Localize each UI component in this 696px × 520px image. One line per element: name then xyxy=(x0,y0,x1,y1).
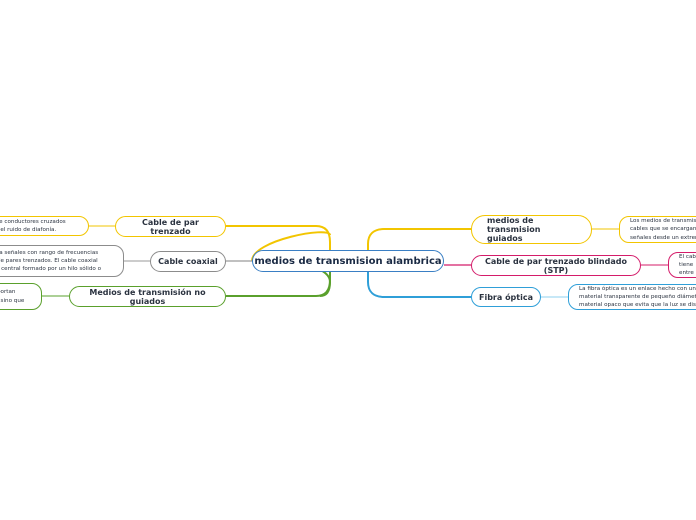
note-cable-coaxial[interactable]: ta señales con rango de frecuencias de p… xyxy=(0,245,124,277)
note-cable-par-trenzado[interactable]: re conductores cruzados l el ruido de di… xyxy=(0,216,89,236)
note-text: Los medios de transmisi cables que se en… xyxy=(630,218,696,241)
topic-label: medios de transmision guiados xyxy=(487,216,541,243)
note-cable-stp[interactable]: El cab tiene entre xyxy=(668,252,696,278)
note-fibra-optica[interactable]: La fibra óptica es un enlace hecho con u… xyxy=(568,284,696,310)
topic-medios-guiados[interactable]: medios de transmision guiados xyxy=(471,215,592,244)
topic-label: Cable coaxial xyxy=(158,257,218,266)
note-medios-no-guiados[interactable]: portan , sino que xyxy=(0,283,42,310)
note-text: portan , sino que xyxy=(0,289,25,304)
central-topic[interactable]: medios de transmision alambrica xyxy=(252,250,444,272)
topic-fibra-optica[interactable]: Fibra óptica xyxy=(471,287,541,307)
link-par-trunk xyxy=(226,225,331,258)
topic-label: Cable de par trenzado xyxy=(142,217,199,236)
topic-cable-coaxial[interactable]: Cable coaxial xyxy=(150,251,226,272)
note-text: ta señales con rango de frecuencias de p… xyxy=(0,249,102,273)
note-text: re conductores cruzados l el ruido de di… xyxy=(0,218,66,233)
link-guiados-trunk xyxy=(367,228,471,262)
topic-label: Cable de par trenzado blindado (STP) xyxy=(485,256,627,275)
central-topic-label: medios de transmision alambrica xyxy=(254,255,442,267)
topic-label: Medios de transmisión no guiados xyxy=(89,287,206,306)
note-text: El cab tiene entre xyxy=(679,253,696,277)
topic-cable-par-trenzado[interactable]: Cable de par trenzado xyxy=(115,216,226,237)
topic-cable-stp[interactable]: Cable de par trenzado blindado (STP) xyxy=(471,255,641,276)
note-text: La fibra óptica es un enlace hecho con u… xyxy=(579,285,696,309)
link-noguiados-trunk xyxy=(226,264,331,297)
link-fibra-trunk xyxy=(367,262,471,298)
note-medios-guiados[interactable]: Los medios de transmisi cables que se en… xyxy=(619,216,696,243)
topic-medios-no-guiados[interactable]: Medios de transmisión no guiados xyxy=(69,286,226,307)
topic-label: Fibra óptica xyxy=(479,292,533,302)
